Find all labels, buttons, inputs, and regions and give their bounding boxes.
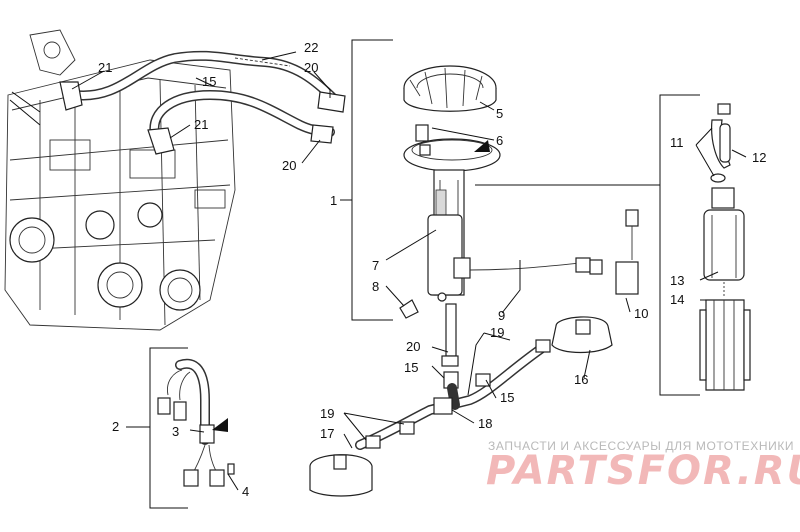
callout-12: 12	[752, 150, 766, 165]
callout-16: 16	[574, 372, 588, 387]
callout-20-top: 20	[304, 60, 318, 75]
callout-20-lower: 20	[406, 339, 420, 354]
leader-lines	[71, 51, 747, 491]
callout-15-top: 15	[202, 74, 216, 89]
callout-15-right: 15	[500, 390, 514, 405]
watermark: ЗАПЧАСТИ И АКСЕССУАРЫ ДЛЯ МОТОТЕХНИКИ PA…	[486, 439, 800, 494]
callout-8: 8	[372, 279, 379, 294]
group-brackets	[9, 39, 700, 509]
callout-19-right: 19	[490, 325, 504, 340]
callout-4: 4	[242, 484, 249, 499]
callout-3: 3	[172, 424, 179, 439]
watermark-caption: ЗАПЧАСТИ И АКСЕССУАРЫ ДЛЯ МОТОТЕХНИКИ	[488, 439, 794, 453]
fuel-hoses-top	[59, 50, 346, 155]
callout-14: 14	[670, 292, 684, 307]
callout-17: 17	[320, 426, 334, 441]
fuel-lines-lower	[309, 303, 613, 497]
watermark-brand: PARTSFOR.RU	[486, 448, 800, 494]
engine-assembly	[4, 29, 236, 331]
callout-5: 5	[496, 106, 503, 121]
callout-21-top: 21	[98, 60, 112, 75]
callout-2: 2	[112, 419, 119, 434]
callout-18: 18	[478, 416, 492, 431]
callout-20-left: 20	[282, 158, 296, 173]
callout-19-left: 19	[320, 406, 334, 421]
pump-detail	[699, 103, 751, 391]
callout-11: 11	[670, 135, 684, 150]
callout-15-mid: 15	[404, 360, 418, 375]
callout-9: 9	[498, 308, 505, 323]
callout-22: 22	[304, 40, 318, 55]
callout-21-mid: 21	[194, 117, 208, 132]
callout-7: 7	[372, 258, 379, 273]
wire-harness	[157, 358, 235, 487]
callout-6: 6	[496, 133, 503, 148]
callout-13: 13	[670, 273, 684, 288]
connector-10	[615, 209, 639, 295]
callouts: 1 2 3 4 5 6 7 8 9 10 11 12 13 14 15 15 1…	[98, 40, 766, 499]
callout-1: 1	[330, 193, 337, 208]
fuel-pump-assembly	[399, 65, 603, 319]
callout-10: 10	[634, 306, 648, 321]
